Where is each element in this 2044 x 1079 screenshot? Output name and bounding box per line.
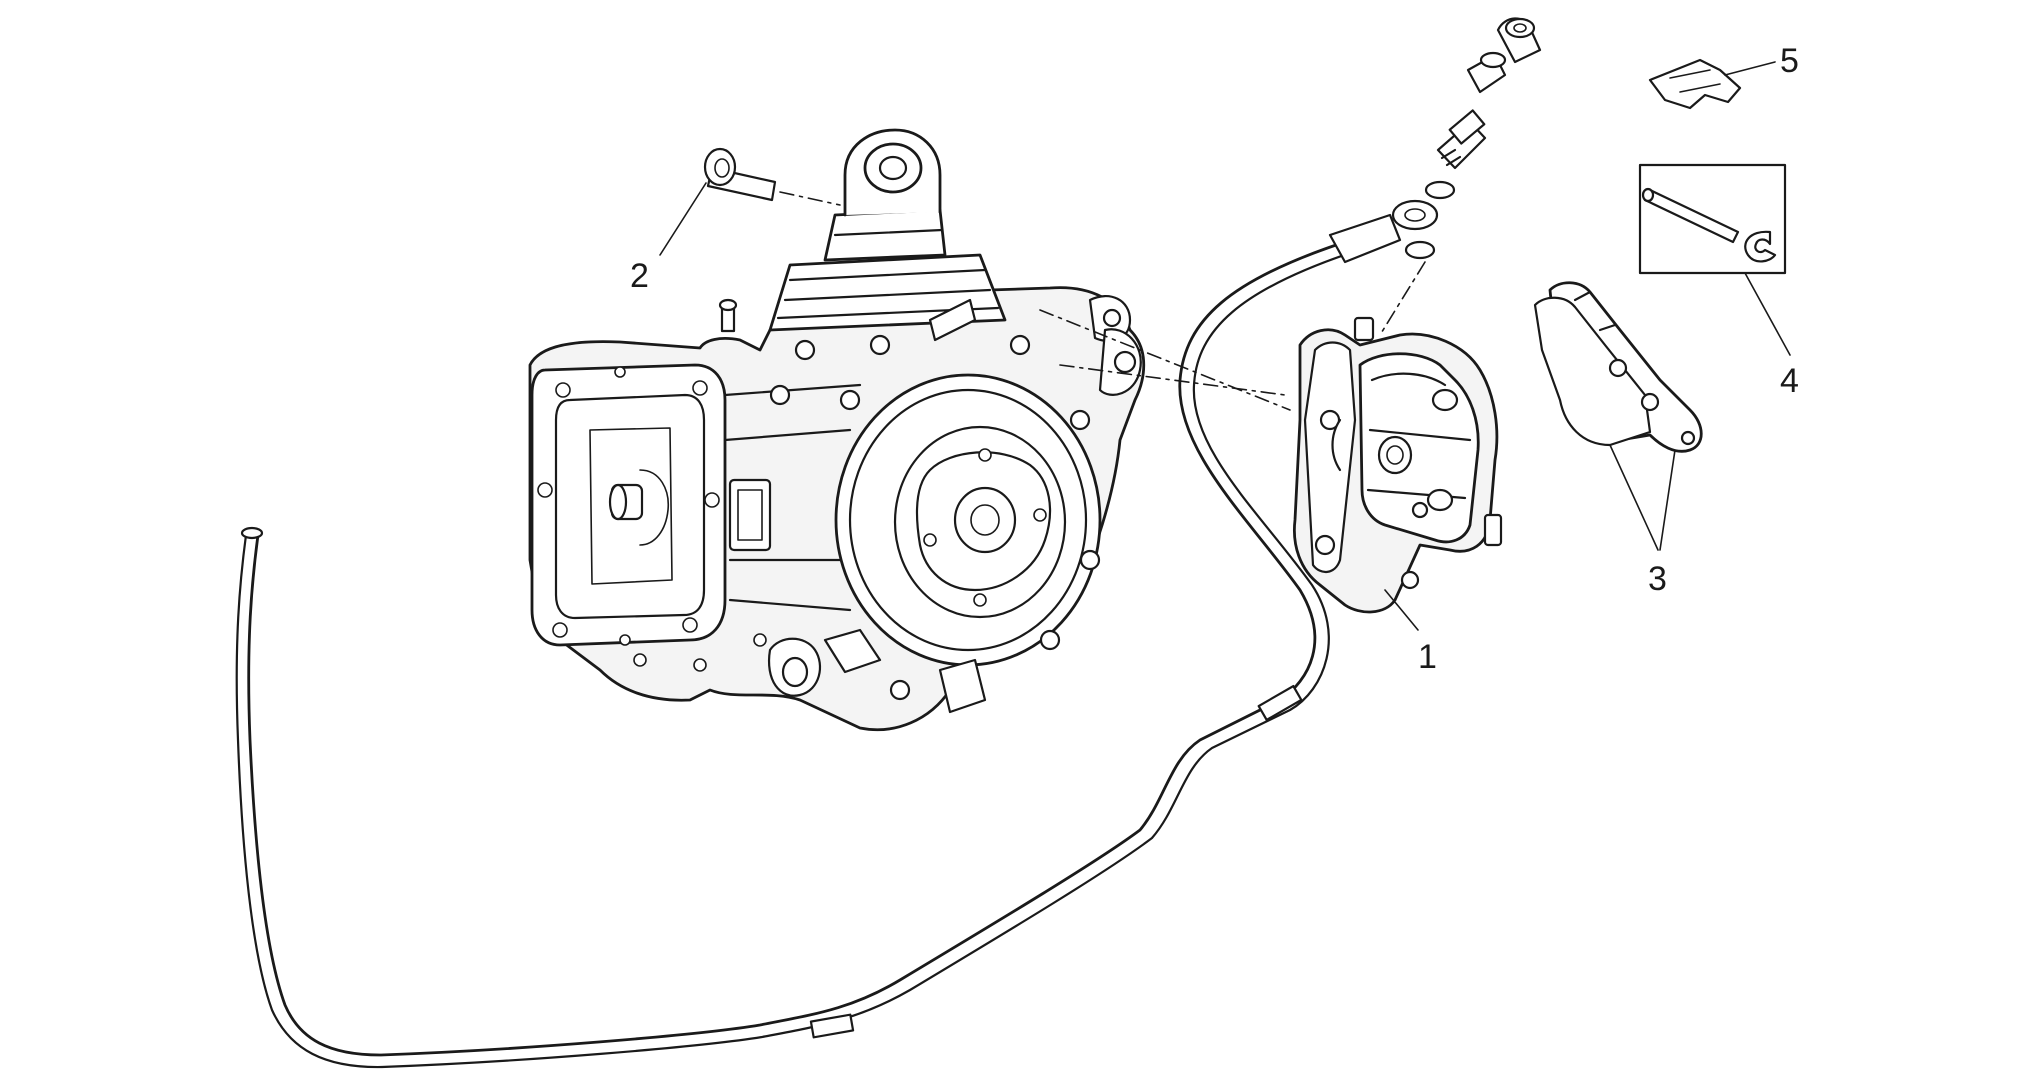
bleed-screw-stack — [1436, 17, 1542, 170]
engine-block — [528, 128, 1291, 732]
brake-hose — [235, 240, 1355, 1069]
callout-4: 4 — [1780, 362, 1799, 400]
brake-caliper — [1293, 316, 1503, 631]
callout-1: 1 — [1418, 638, 1437, 676]
banjo-fitting — [1328, 180, 1456, 336]
callout-5: 5 — [1780, 42, 1799, 80]
spring-clip — [1648, 58, 1776, 110]
brake-pads — [1533, 281, 1703, 551]
callout-3: 3 — [1648, 560, 1667, 598]
leader-line-2 — [659, 182, 707, 256]
bolt — [703, 147, 841, 206]
callout-2: 2 — [630, 257, 649, 295]
pin-kit — [1638, 163, 1791, 356]
